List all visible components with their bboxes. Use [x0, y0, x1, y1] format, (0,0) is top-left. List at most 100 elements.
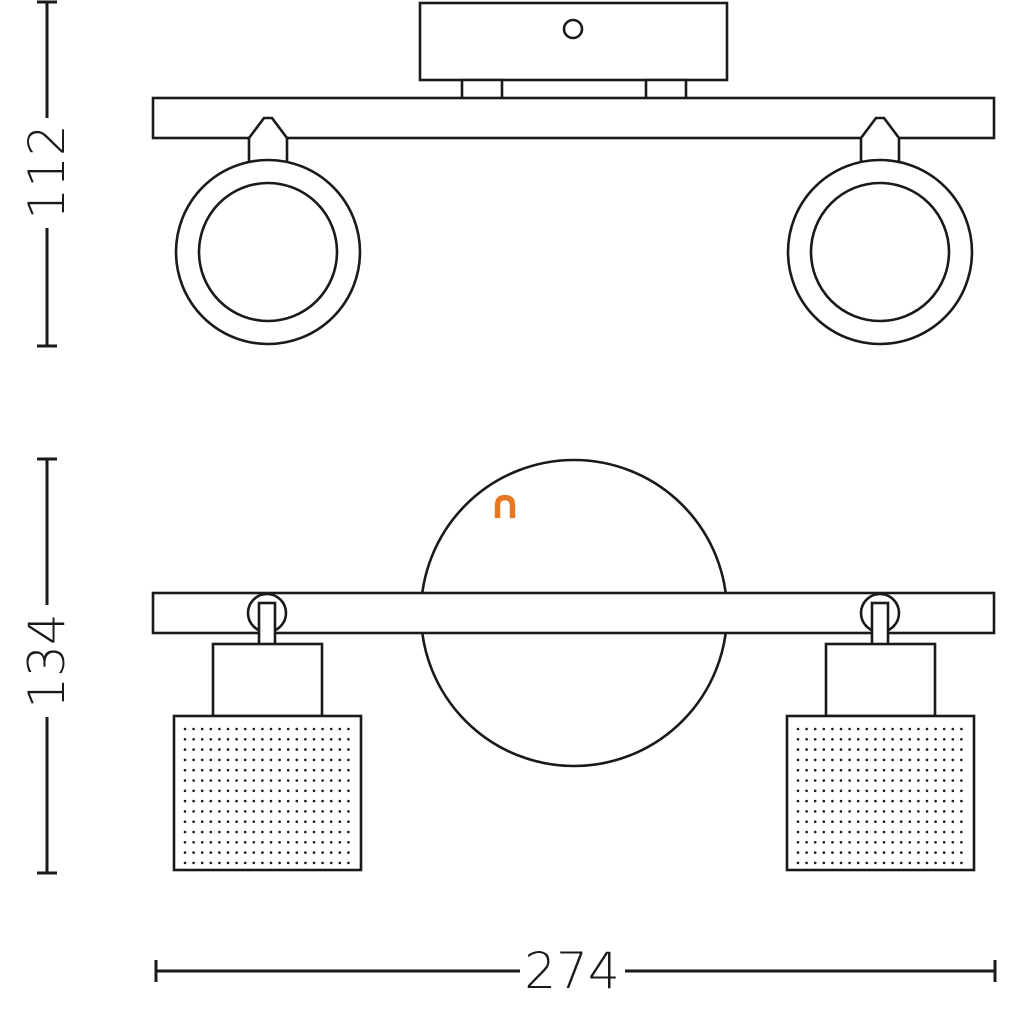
- texture-dot: [209, 768, 213, 772]
- texture-dot: [951, 727, 955, 731]
- texture-dot: [226, 841, 230, 844]
- texture-dot: [261, 789, 264, 793]
- texture-dot: [908, 830, 912, 834]
- texture-dot: [856, 738, 860, 741]
- texture-dot: [321, 779, 324, 782]
- texture-dot: [942, 748, 946, 751]
- spot-head-left-outer: [174, 158, 362, 346]
- texture-dot: [278, 768, 281, 772]
- texture-dot: [882, 789, 886, 793]
- texture-dot: [874, 727, 877, 731]
- texture-dot: [908, 861, 912, 865]
- texture-dot: [286, 779, 290, 782]
- texture-dot: [218, 851, 221, 854]
- texture-dot: [899, 861, 903, 865]
- texture-dot: [235, 758, 238, 762]
- texture-dot: [813, 748, 817, 751]
- texture-dot: [278, 810, 281, 813]
- texture-dot: [899, 851, 903, 854]
- texture-dot: [243, 830, 247, 834]
- texture-dot: [831, 820, 834, 823]
- texture-dot: [261, 727, 264, 731]
- texture-dot: [192, 810, 195, 813]
- texture-dot: [329, 861, 333, 865]
- dimension-top-height: 112: [18, 0, 76, 348]
- texture-dot: [899, 779, 903, 782]
- texture-dot: [942, 810, 946, 813]
- front-view: ∩: [151, 458, 996, 872]
- texture-dot: [347, 768, 350, 772]
- texture-dot: [243, 861, 247, 865]
- texture-dot: [891, 820, 894, 823]
- texture-dot: [321, 768, 324, 772]
- texture-dot: [209, 758, 213, 762]
- texture-dot: [891, 727, 894, 731]
- texture-dot: [925, 789, 929, 793]
- texture-dot: [839, 738, 843, 741]
- texture-dot: [891, 779, 894, 782]
- texture-dot: [917, 727, 920, 731]
- texture-dot: [235, 799, 238, 803]
- texture-dot: [321, 861, 324, 865]
- texture-dot: [243, 820, 247, 823]
- dim-label-top-height: 112: [18, 124, 76, 219]
- texture-dot: [813, 789, 817, 793]
- texture-dot: [347, 851, 350, 854]
- texture-dot: [805, 768, 808, 772]
- texture-dot: [874, 799, 877, 803]
- texture-dot: [312, 789, 316, 793]
- texture-dot: [321, 841, 324, 844]
- texture-dot: [200, 758, 204, 762]
- texture-dot: [192, 738, 195, 741]
- texture-dot: [899, 799, 903, 803]
- texture-dot: [226, 830, 230, 834]
- texture-dot: [304, 810, 307, 813]
- texture-dot: [796, 727, 800, 731]
- texture-dot: [278, 748, 281, 751]
- texture-dot: [934, 727, 937, 731]
- dimension-width: 274: [154, 942, 997, 1000]
- texture-dot: [235, 841, 238, 844]
- dim-label-width: 274: [524, 942, 619, 1000]
- texture-dot: [796, 861, 800, 865]
- texture-dot: [848, 758, 851, 762]
- texture-dot: [813, 768, 817, 772]
- texture-dot: [882, 841, 886, 844]
- texture-dot: [899, 727, 903, 731]
- texture-dot: [200, 861, 204, 865]
- texture-dot: [856, 799, 860, 803]
- texture-dot: [218, 810, 221, 813]
- texture-dot: [874, 810, 877, 813]
- texture-dot: [304, 748, 307, 751]
- texture-dot: [321, 820, 324, 823]
- texture-dot: [338, 810, 342, 813]
- texture-dot: [805, 810, 808, 813]
- texture-dot: [269, 861, 273, 865]
- texture-dot: [908, 810, 912, 813]
- texture-dot: [874, 820, 877, 823]
- texture-dot: [951, 830, 955, 834]
- texture-dot: [942, 851, 946, 854]
- texture-dot: [252, 758, 256, 762]
- texture-dot: [269, 820, 273, 823]
- texture-dot: [865, 841, 869, 844]
- texture-dot: [882, 748, 886, 751]
- texture-dot: [865, 799, 869, 803]
- texture-dot: [261, 861, 264, 865]
- texture-dot: [822, 830, 826, 834]
- texture-dot: [347, 727, 350, 731]
- texture-dot: [218, 799, 221, 803]
- texture-dot: [839, 799, 843, 803]
- texture-dot: [960, 851, 963, 854]
- texture-dot: [261, 820, 264, 823]
- texture-dot: [882, 830, 886, 834]
- texture-dot: [183, 820, 187, 823]
- texture-dot: [278, 861, 281, 865]
- texture-dot: [183, 861, 187, 865]
- texture-dot: [874, 789, 877, 793]
- texture-dot: [183, 851, 187, 854]
- texture-dot: [278, 779, 281, 782]
- texture-dot: [312, 820, 316, 823]
- texture-dot: [882, 738, 886, 741]
- texture-dot: [822, 841, 826, 844]
